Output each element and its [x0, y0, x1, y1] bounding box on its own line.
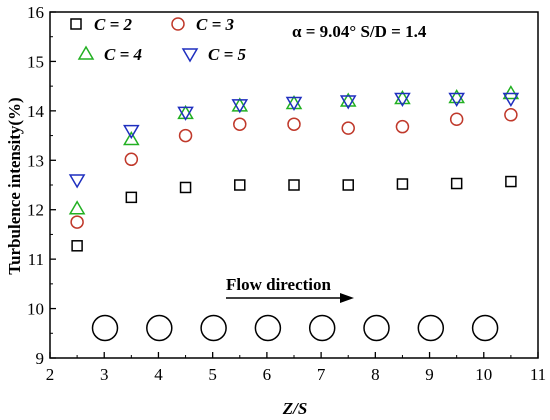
legend-item-3: C = 4	[77, 45, 142, 64]
legend-label: C = 5	[208, 45, 247, 64]
y-tick-label: 15	[27, 52, 44, 71]
legend-marker	[181, 48, 199, 63]
data-point	[178, 128, 193, 143]
y-axis-label: Turbulence intensity(%)	[5, 97, 24, 274]
data-point	[123, 131, 140, 146]
data-marks	[68, 85, 520, 252]
data-point	[394, 90, 411, 105]
legend-label: C = 2	[94, 15, 133, 34]
data-point	[342, 179, 354, 191]
tube-circle	[417, 314, 445, 342]
data-point	[231, 99, 249, 114]
data-point	[70, 215, 84, 229]
data-point	[177, 106, 194, 121]
data-point	[234, 179, 246, 191]
data-point	[285, 96, 303, 111]
x-tick-label: 6	[263, 365, 272, 384]
data-point	[68, 174, 86, 189]
data-point	[505, 175, 517, 188]
data-point	[396, 178, 409, 190]
tube-circle	[471, 314, 499, 342]
data-point	[125, 191, 138, 204]
legend-item-4: C = 5	[181, 45, 247, 64]
x-tick-label: 3	[100, 365, 109, 384]
x-tick-label: 10	[475, 365, 492, 384]
data-point	[287, 117, 301, 131]
data-point	[449, 112, 464, 127]
tube-circle	[91, 314, 119, 342]
ticks: 9 10 11 12 13 14 15 16 2 3 4 5 6 7 8 9 10 11	[27, 3, 546, 384]
x-tick-label: 4	[154, 365, 163, 384]
data-point	[341, 121, 355, 135]
x-axis-label: Z/S	[282, 399, 308, 418]
legend-label: C = 4	[104, 45, 142, 64]
x-tick-label: 5	[208, 365, 217, 384]
data-point	[124, 152, 139, 167]
series-4	[68, 92, 520, 189]
x-tick-label: 8	[371, 365, 380, 384]
legend-marker	[70, 18, 82, 30]
data-point	[395, 119, 410, 134]
legend-marker	[171, 17, 185, 31]
x-tick-label: 9	[425, 365, 434, 384]
x-tick-label: 7	[317, 365, 326, 384]
parameter-annotation: α = 9.04° S/D = 1.4	[292, 22, 427, 41]
data-point	[394, 92, 411, 107]
y-tick-label: 9	[36, 349, 45, 368]
tube-circle	[254, 314, 282, 342]
data-point	[179, 181, 192, 194]
legend-label: C = 3	[196, 15, 235, 34]
series-3	[68, 85, 520, 215]
tube-circle	[308, 314, 336, 342]
data-point	[448, 89, 465, 104]
legend-item-2: C = 3	[171, 15, 235, 34]
x-tick-label: 2	[46, 365, 55, 384]
tube-circle	[200, 314, 227, 342]
tube-circle	[146, 314, 173, 342]
series-1	[71, 175, 517, 252]
data-point	[502, 85, 520, 100]
flow-direction-label: Flow direction	[226, 275, 332, 294]
x-tick-label: 11	[530, 365, 546, 384]
data-point	[339, 95, 357, 110]
legend-marker	[77, 45, 95, 60]
y-tick-label: 13	[27, 151, 44, 170]
data-point	[450, 177, 463, 190]
data-point	[448, 92, 465, 107]
y-tick-label: 12	[27, 201, 44, 220]
y-tick-label: 14	[27, 102, 45, 121]
data-point	[288, 179, 300, 191]
legend-item-1: C = 2	[70, 15, 133, 34]
series-2	[70, 108, 518, 229]
data-point	[71, 240, 83, 252]
y-tick-label: 10	[27, 300, 44, 319]
data-point	[233, 117, 247, 131]
data-point	[339, 92, 357, 107]
data-point	[123, 124, 140, 140]
data-point	[502, 92, 520, 107]
tube-circle	[363, 314, 390, 342]
flow-arrow-head	[340, 293, 354, 303]
data-point	[68, 200, 86, 215]
legend: C = 2 C = 3 C = 4 C = 5	[70, 15, 247, 64]
data-point	[504, 108, 518, 122]
flow-illustration	[91, 293, 499, 342]
y-tick-label: 11	[28, 250, 44, 269]
y-tick-label: 16	[27, 3, 44, 22]
